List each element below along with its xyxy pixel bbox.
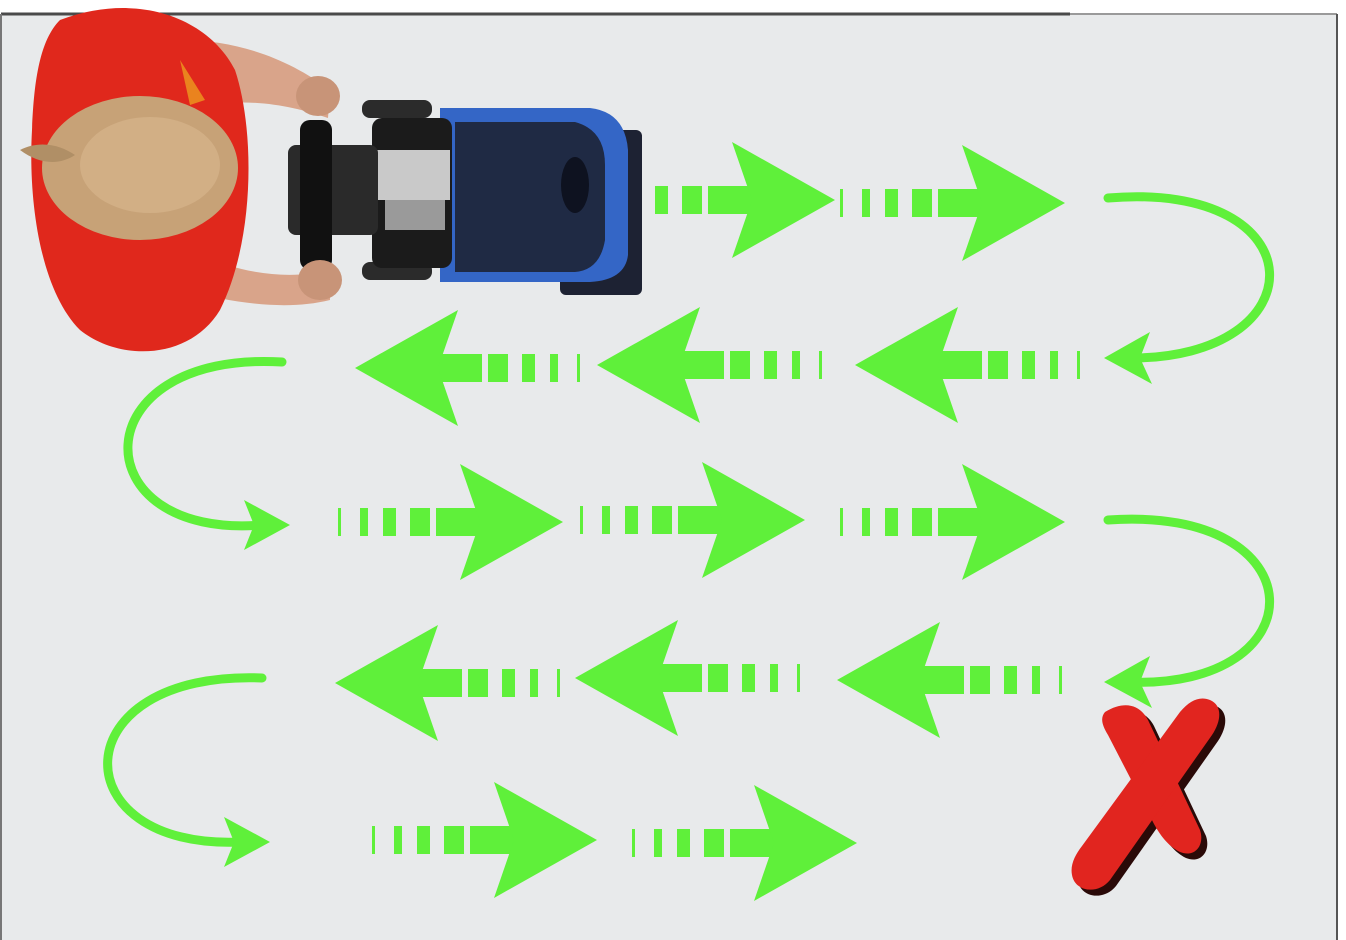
cleaning-pattern-diagram [0, 0, 1346, 940]
diagram-canvas [0, 0, 1346, 940]
